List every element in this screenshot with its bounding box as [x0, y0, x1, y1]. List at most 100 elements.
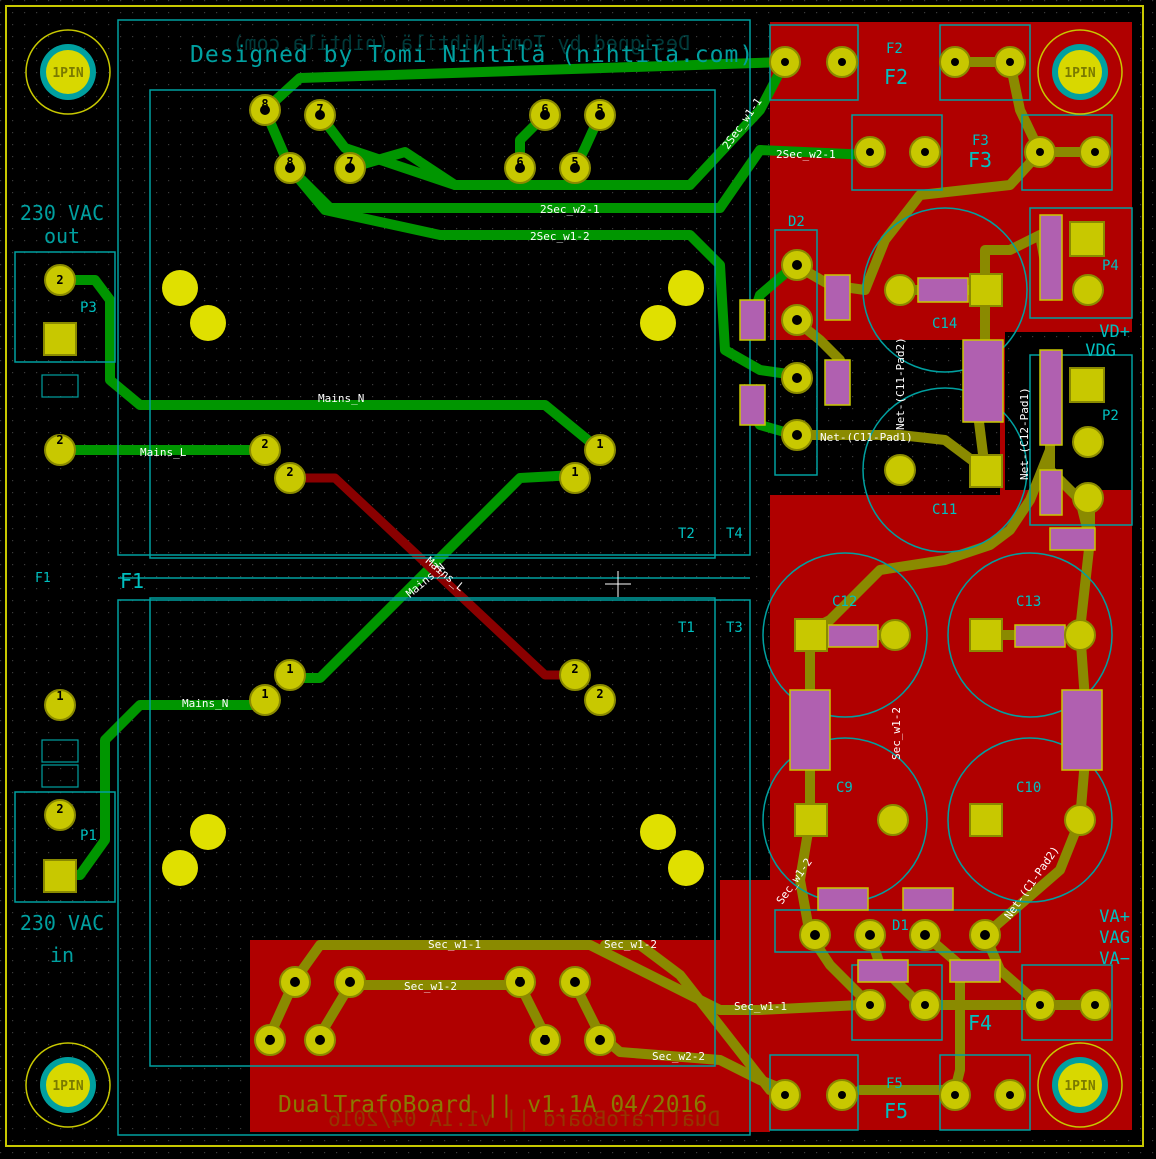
label-va-minus: VA− — [1099, 949, 1130, 969]
pad-number: 1 — [286, 662, 293, 676]
mounting-hole-labels: 1PIN 1PIN 1PIN 1PIN — [52, 66, 1095, 1094]
pad-number: 6 — [316, 1033, 323, 1047]
designer-title: Designed by Tomi Nihtilä (nihtila.com) — [190, 42, 754, 68]
ref-f3-small: F3 — [972, 133, 989, 149]
net-label: Net-(C11-Pad2) — [894, 337, 907, 430]
mounting-hole-top-right[interactable] — [1052, 44, 1108, 100]
mounting-hole-bottom-left[interactable] — [40, 1057, 96, 1113]
pad-number: 2 — [56, 273, 63, 287]
ref-f1: F1 — [120, 569, 144, 593]
label-vdg: VDG — [1085, 341, 1116, 361]
pad-number: 2 — [56, 433, 63, 447]
transformer-mount-pads[interactable] — [162, 270, 704, 886]
ref-d2: D2 — [788, 214, 805, 230]
label-230vac-out-top: 230 VAC — [20, 201, 104, 225]
ref-f2-small: F2 — [886, 41, 903, 57]
pad-number: 6 — [291, 975, 298, 989]
pad-number: 6 — [541, 102, 548, 116]
ref-f4: F4 — [968, 1011, 992, 1035]
net-label: Sec_w1-1 — [734, 1000, 787, 1013]
label-vag: VAG — [1099, 928, 1130, 948]
pad-number: 7 — [346, 155, 353, 169]
net-label: Mains_L — [140, 446, 187, 459]
ref-p2: P2 — [1102, 408, 1119, 424]
pad-number: 7 — [316, 102, 323, 116]
mounting-hole-label: 1PIN — [1064, 1079, 1095, 1094]
pad-number: 6 — [346, 975, 353, 989]
pad-number: 8 — [596, 1033, 603, 1047]
connector-labels: 230 VAC out 230 VAC in — [20, 201, 104, 967]
label-vd-plus: VD+ — [1099, 322, 1130, 342]
label-230vac-in-top: 230 VAC — [20, 911, 104, 935]
net-label: Net-(C11-Pad1) — [820, 431, 913, 444]
mounting-hole-label: 1PIN — [52, 66, 83, 81]
net-label: Sec_w1-1 — [428, 938, 481, 951]
pad-numbers: 8 7 6 5 8 7 6 5 2 2 1 1 1 1 2 2 6 6 7 8 … — [56, 97, 603, 1047]
ref-p1: P1 — [80, 828, 97, 844]
board-version-text-mirrored: DualTrafoBoard || v1.1A 04/2016 — [328, 1107, 720, 1132]
mounting-holes[interactable] — [40, 44, 1108, 1113]
board-version-text: DualTrafoBoard || v1.1A 04/2016 — [278, 1092, 707, 1118]
terminal-markings — [41, 374, 79, 788]
ref-f5-small: F5 — [886, 1076, 903, 1092]
pad-number: 1 — [571, 465, 578, 479]
label-va-plus: VA+ — [1099, 907, 1130, 927]
ref-c9: C9 — [836, 780, 853, 796]
pad-number: 7 — [516, 975, 523, 989]
mounting-hole-top-left[interactable] — [40, 44, 96, 100]
designer-title-mirrored: Designed by Tomi Nihtilä (nihtila.com) — [232, 31, 690, 55]
pad-number: 2 — [261, 437, 268, 451]
crosshair-cursor — [605, 571, 631, 597]
net-label: Sec_w1-2 — [890, 707, 903, 760]
pad-number: 1 — [261, 687, 268, 701]
mounting-hole-bottom-right[interactable] — [1052, 1057, 1108, 1113]
net-label: Sec_w1-2 — [604, 938, 657, 951]
net-label: Net-(C12-Pad1) — [1018, 387, 1031, 480]
pad-number: 2 — [571, 662, 578, 676]
pad-number: 5 — [571, 155, 578, 169]
ref-c14: C14 — [932, 316, 957, 332]
ref-t2: T2 — [678, 526, 695, 542]
smd-components[interactable] — [739, 214, 1103, 983]
ref-p4: P4 — [1102, 258, 1119, 274]
net-label: Sec_w1-2 — [404, 980, 457, 993]
ref-c11: C11 — [932, 502, 957, 518]
net-label: Mains_N — [182, 697, 228, 710]
pad-number: 8 — [286, 155, 293, 169]
ref-c10: C10 — [1016, 780, 1041, 796]
ref-t3: T3 — [726, 620, 743, 636]
pad-number: 8 — [261, 97, 268, 111]
label-230vac-out-bottom: out — [44, 224, 80, 248]
pad-number: 2 — [286, 465, 293, 479]
ref-t4: T4 — [726, 526, 743, 542]
ref-f5: F5 — [884, 1099, 908, 1123]
rail-labels: VD+ VDG VA+ VAG VA− — [1085, 322, 1130, 969]
mounting-hole-label: 1PIN — [52, 1079, 83, 1094]
mounting-hole-label: 1PIN — [1064, 66, 1095, 81]
net-label: 2Sec_w1-2 — [530, 230, 590, 243]
ref-c12: C12 — [832, 594, 857, 610]
courtyard-outlines — [14, 19, 1133, 1136]
pad-number: 5 — [266, 1033, 273, 1047]
copper-pour-right — [720, 22, 1132, 1130]
net-label: 2Sec_w2-1 — [540, 203, 600, 216]
ref-t1: T1 — [678, 620, 695, 636]
ref-p3: P3 — [80, 300, 97, 316]
board-edge — [5, 5, 1144, 1147]
ref-c13: C13 — [1016, 594, 1041, 610]
pad-number: 1 — [596, 437, 603, 451]
ref-f2: F2 — [884, 65, 908, 89]
ref-f1-small: F1 — [35, 571, 51, 586]
pad-number: 7 — [541, 1033, 548, 1047]
pad-number: 5 — [596, 102, 603, 116]
reference-designators: P3 P1 P4 P2 T2 T4 T1 T3 F1 F1 F2 F2 F3 F… — [35, 41, 1119, 1123]
net-label: Sec_w2-2 — [652, 1050, 705, 1063]
label-230vac-in-bottom: in — [50, 943, 74, 967]
pad-number: 6 — [516, 155, 523, 169]
pad-number: 1 — [56, 689, 63, 703]
pad-number: 2 — [596, 687, 603, 701]
ref-d1: D1 — [892, 918, 909, 934]
pad-number: 2 — [56, 802, 63, 816]
through-hole-pads[interactable] — [43, 46, 1111, 1111]
